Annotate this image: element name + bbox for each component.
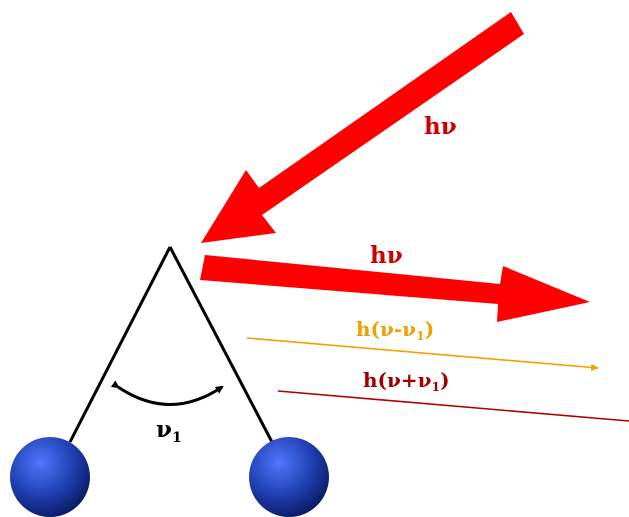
stokes-label-subscript: 1	[416, 328, 425, 343]
incident-photon-label: hν	[424, 115, 457, 138]
stokes-label: h(ν-ν1)	[356, 319, 434, 339]
vibration-label-subscript: 1	[172, 430, 182, 446]
anti-stokes-label: h(ν+ν1)	[363, 370, 450, 390]
molecule-bond-left	[70, 247, 170, 442]
stokes-label-main: h(ν-ν	[356, 317, 416, 341]
atom-right	[249, 437, 329, 517]
anti-stokes-label-subscript: 1	[432, 379, 441, 394]
atom-left	[10, 437, 90, 517]
vibration-arrow-icon	[118, 387, 222, 405]
vibration-label-main: ν	[156, 416, 172, 443]
incident-photon-arrow	[201, 12, 524, 243]
anti-stokes-label-tail: )	[440, 368, 449, 392]
vibration-frequency-label: ν1	[156, 418, 182, 441]
stokes-label-tail: )	[425, 317, 434, 341]
anti-stokes-line	[278, 391, 629, 421]
scattered-photon-label: hν	[370, 244, 403, 267]
anti-stokes-label-main: h(ν+ν	[363, 368, 432, 392]
